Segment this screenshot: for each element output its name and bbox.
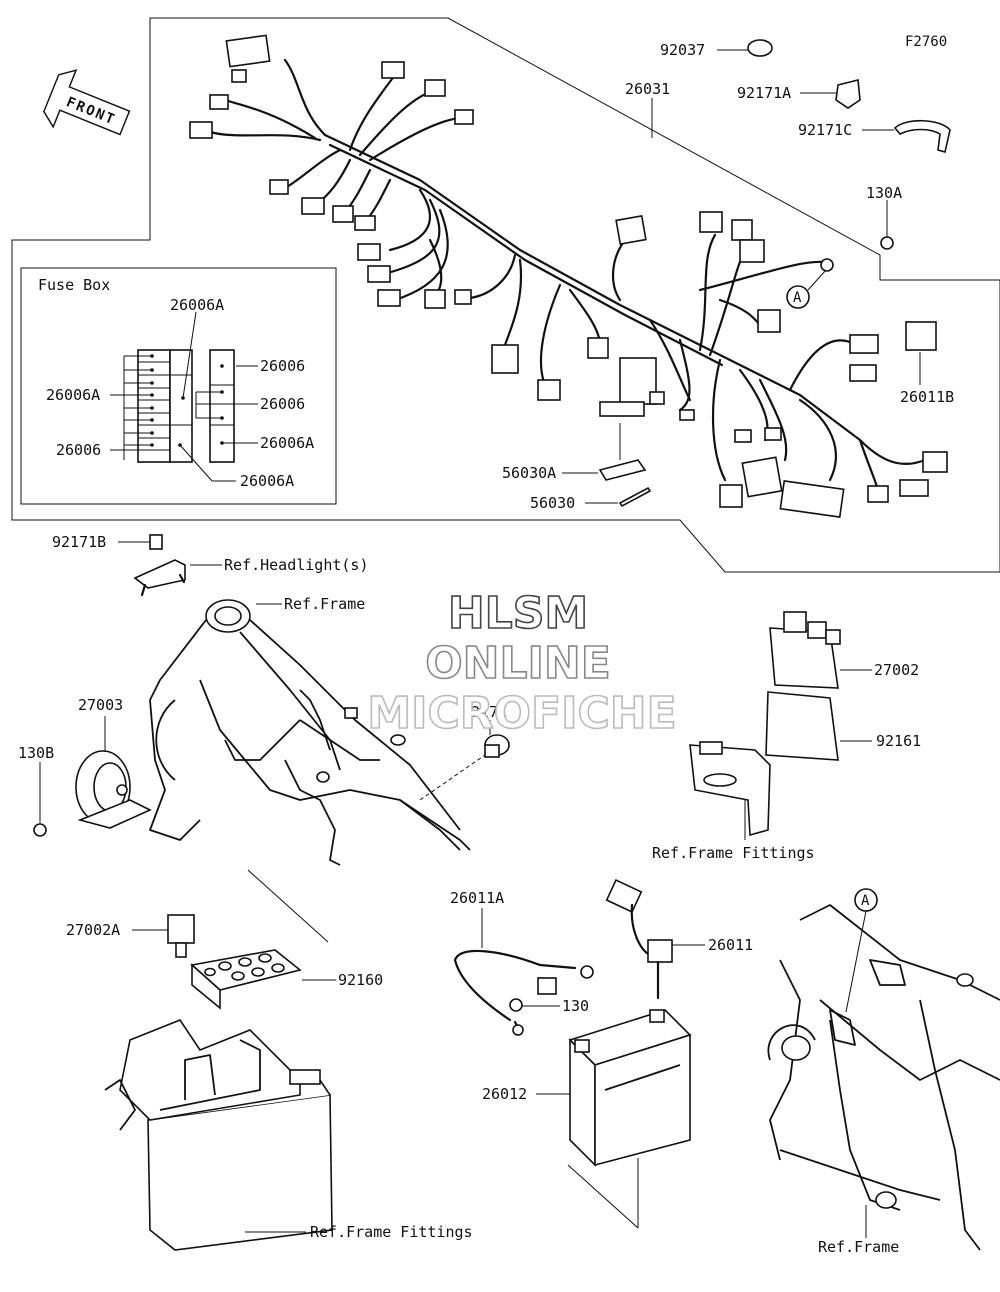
headlight-bracket xyxy=(133,559,186,597)
part-92037-clamp xyxy=(747,39,773,57)
label-92171C: 92171C xyxy=(798,121,852,139)
label-92161: 92161 xyxy=(876,732,921,750)
label-130A: 130A xyxy=(866,184,902,202)
label-92160: 92160 xyxy=(338,971,383,989)
label-26012: 26012 xyxy=(482,1085,527,1103)
callout-a-upper: A xyxy=(786,269,827,309)
watermark-line1: HLSM xyxy=(448,588,588,639)
part-130B-bolt xyxy=(33,823,47,837)
part-92171A-clamp xyxy=(835,78,861,109)
watermark-line2: ONLINE xyxy=(425,638,611,689)
part-92171B-clip xyxy=(149,534,163,550)
part-56030-strip xyxy=(618,486,652,508)
part-27002A-relay xyxy=(167,914,195,958)
label-92037: 92037 xyxy=(660,41,705,59)
label-fuse-26006A-r3: 26006A xyxy=(260,434,314,452)
part-92160-pad xyxy=(190,949,302,1010)
motorcycle-frame-rear xyxy=(767,904,1000,1251)
battery-tray xyxy=(104,1019,333,1251)
part-92161-cover xyxy=(765,691,839,761)
callout-a-lower: A xyxy=(845,888,878,1013)
watermark-line3: MICROFICHE xyxy=(367,688,676,739)
front-arrow-icon: FRONT xyxy=(43,69,131,136)
frame-fitting-bracket-right xyxy=(689,741,771,837)
label-ref-frame-fittings-right: Ref.Frame Fittings xyxy=(652,844,815,862)
label-26011B: 26011B xyxy=(900,388,954,406)
part-27002-unit xyxy=(769,611,841,689)
label-ref-frame-bottom: Ref.Frame xyxy=(818,1238,899,1256)
part-26011-cable xyxy=(605,879,673,1000)
label-56030A: 56030A xyxy=(502,464,556,482)
label-fuse-26006-left: 26006 xyxy=(56,441,101,459)
fuse-box-panel: Fuse Box xyxy=(20,267,337,505)
label-ref-headlight: Ref.Headlight(s) xyxy=(224,556,369,574)
label-130B: 130B xyxy=(18,744,54,762)
part-27003-horn xyxy=(75,750,152,829)
part-130-bolt xyxy=(509,998,523,1012)
part-130A-bolt xyxy=(880,236,894,250)
label-26011A: 26011A xyxy=(450,889,504,907)
part-56030A-label-sheet xyxy=(598,459,647,481)
label-ref-frame-top: Ref.Frame xyxy=(284,595,365,613)
label-92171B: 92171B xyxy=(52,533,106,551)
label-fuse-26006A-bottom: 26006A xyxy=(240,472,294,490)
svg-text:A: A xyxy=(861,893,870,909)
label-ref-frame-fittings-bottom: Ref.Frame Fittings xyxy=(310,1223,473,1241)
motorcycle-frame-front xyxy=(149,599,471,866)
label-92171A: 92171A xyxy=(737,84,791,102)
part-92171C-clamp xyxy=(893,119,951,154)
fuse-box-title: Fuse Box xyxy=(38,276,110,294)
label-27002A: 27002A xyxy=(66,921,120,939)
harness-panel-outline xyxy=(11,17,1000,573)
watermark: HLSM ONLINE MICROFICHE xyxy=(367,587,678,740)
label-56030: 56030 xyxy=(530,494,575,512)
main-harness-26031 xyxy=(189,34,948,518)
label-130: 130 xyxy=(562,997,589,1015)
label-fuse-26006A-top: 26006A xyxy=(170,296,224,314)
label-92171: 92171 xyxy=(462,703,507,721)
label-27003: 27003 xyxy=(78,696,123,714)
part-26011A-cable xyxy=(453,949,594,1036)
label-fuse-26006A-left: 26006A xyxy=(46,386,100,404)
label-27002: 27002 xyxy=(874,661,919,679)
label-26031: 26031 xyxy=(625,80,670,98)
part-26011B-connector xyxy=(905,321,937,351)
part-26012-battery xyxy=(568,1009,692,1167)
label-fuse-26006-r1: 26006 xyxy=(260,357,305,375)
label-fuse-26006-r2: 26006 xyxy=(260,395,305,413)
label-26011: 26011 xyxy=(708,936,753,954)
part-92171-clamp xyxy=(484,734,510,758)
figure-code: F2760 xyxy=(905,34,947,50)
svg-text:A: A xyxy=(793,290,802,306)
